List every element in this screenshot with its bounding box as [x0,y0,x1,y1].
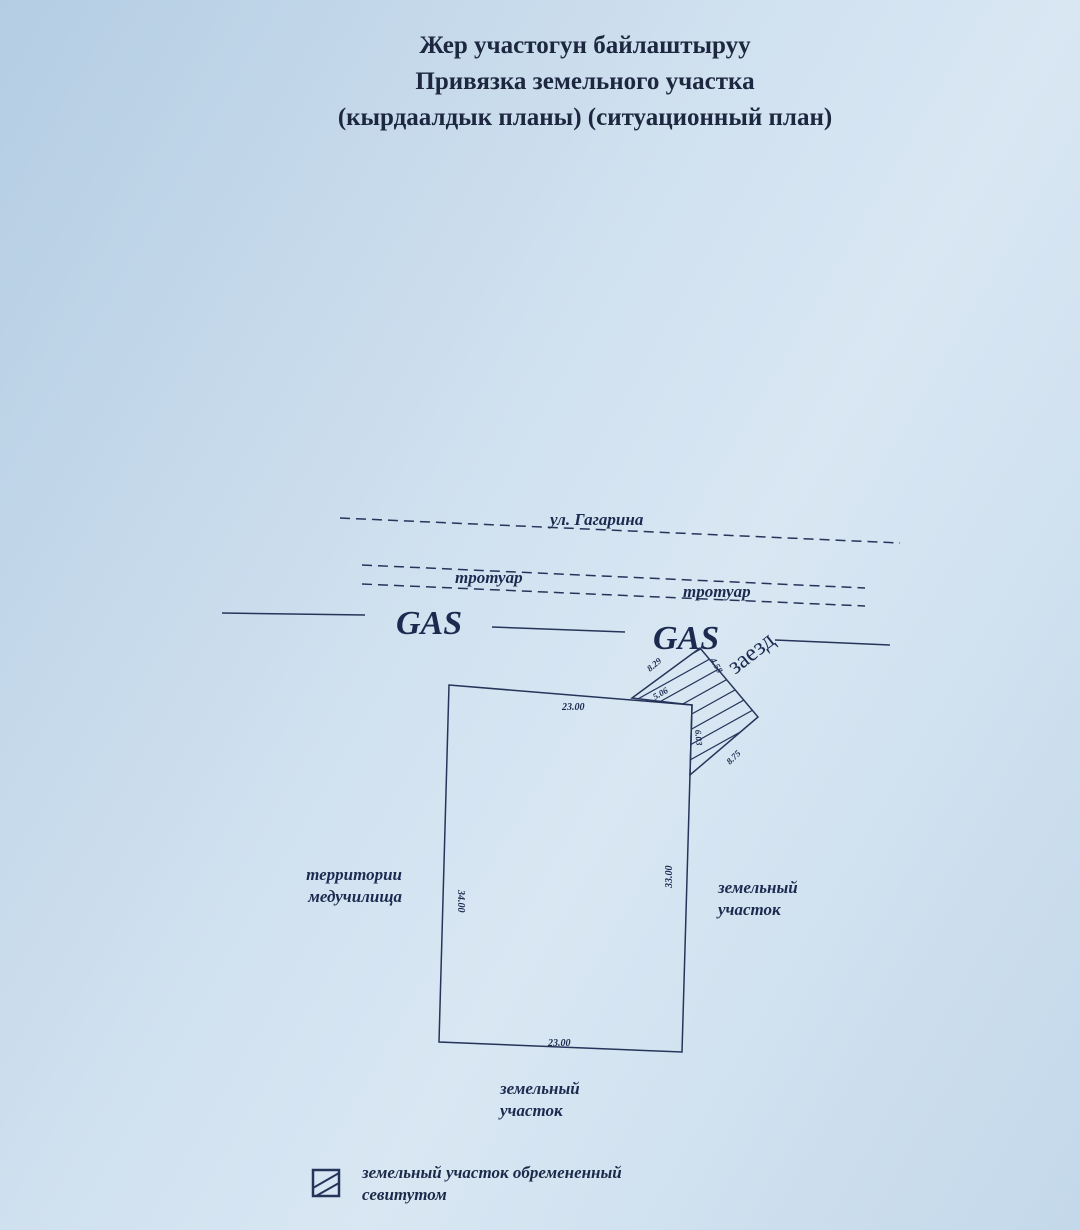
dim-top: 23.00 [561,702,585,713]
legend-hatch-icon [311,1168,341,1198]
land-plot [438,684,693,1053]
gas-label-left: GAS [396,605,462,642]
title-subtitle: (кырдаалдык планы) (ситуационный план) [337,104,833,131]
document-title: Жер участогун байлаштыруу Привязка земел… [0,28,1080,136]
dim-right: 33.00 [664,866,675,890]
dim-bottom: 23.00 [547,1038,571,1049]
dim-hatch-c: 4.58 [708,655,725,675]
sidewalk-line-1 [361,564,866,589]
sidewalk-label-left: тротуар [455,568,523,587]
dim-hatch-b: 5.06 [651,685,670,702]
dim-hatch-d: 6.03 [693,729,704,746]
gas-line [491,626,626,633]
sidewalk-line-2 [361,583,866,607]
gas-label-right: GAS [653,620,719,657]
gas-line [774,639,891,646]
legend-label: земельный участок обремененный севитутом [362,1163,622,1204]
bottom-neighbor-label: земельный участок [500,1079,580,1120]
dim-hatch-e: 8.75 [724,748,743,767]
gas-line [221,612,366,616]
right-neighbor-label: земельный участок [718,878,798,919]
sidewalk-label-right: тротуар [683,582,751,601]
dim-hatch-a: 8.29 [645,655,664,673]
title-kyrgyz: Жер участогун байлаштыруу [419,32,751,59]
driveway-label: заезд [723,627,780,680]
dim-left: 34.00 [455,889,466,913]
street-label: ул. Гагарина [548,510,644,529]
title-russian: Привязка земельного участка [415,68,755,95]
left-neighbor-label: территории медучилища [306,865,402,906]
street-line [339,517,901,544]
